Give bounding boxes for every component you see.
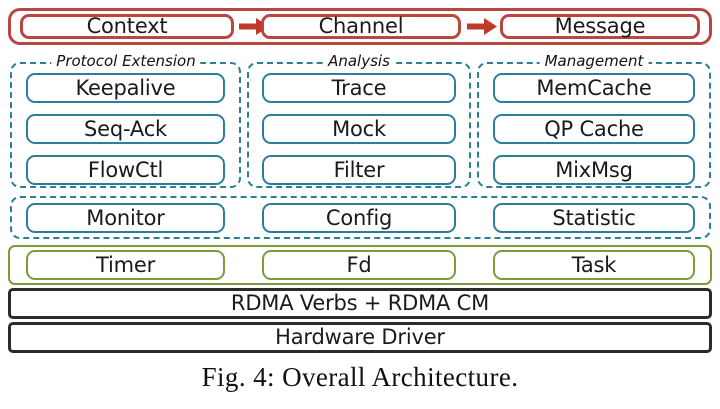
node-task-label: Task bbox=[571, 252, 617, 277]
node-config[interactable]: Config bbox=[262, 203, 456, 233]
node-statistic[interactable]: Statistic bbox=[493, 203, 695, 233]
node-channel[interactable]: Channel bbox=[261, 14, 461, 39]
layer-hardware-driver-label: Hardware Driver bbox=[275, 325, 445, 349]
layer-hardware-driver[interactable]: Hardware Driver bbox=[8, 322, 712, 353]
node-mixmsg-label: MixMsg bbox=[555, 157, 633, 182]
group-management-title: Management bbox=[539, 54, 649, 69]
node-trace[interactable]: Trace bbox=[262, 73, 456, 103]
node-task[interactable]: Task bbox=[493, 250, 695, 280]
node-flowctl-label: FlowCtl bbox=[87, 157, 164, 182]
node-memcache[interactable]: MemCache bbox=[493, 73, 695, 103]
layer-rdma-verbs-rdma-cm[interactable]: RDMA Verbs + RDMA CM bbox=[8, 288, 712, 319]
node-context-label: Context bbox=[86, 14, 168, 38]
group-protocol-extension-title: Protocol Extension bbox=[51, 54, 201, 69]
node-timer-label: Timer bbox=[95, 252, 156, 277]
node-context[interactable]: Context bbox=[20, 14, 234, 39]
node-filter-label: Filter bbox=[333, 157, 385, 182]
node-memcache-label: MemCache bbox=[536, 75, 652, 100]
node-trace-label: Trace bbox=[331, 75, 387, 100]
node-fd-label: Fd bbox=[346, 252, 372, 277]
layer-rdma-verbs-rdma-cm-label: RDMA Verbs + RDMA CM bbox=[230, 291, 490, 315]
group-analysis-title: Analysis bbox=[323, 54, 395, 69]
node-mixmsg[interactable]: MixMsg bbox=[493, 155, 695, 185]
node-channel-label: Channel bbox=[318, 14, 404, 38]
node-monitor[interactable]: Monitor bbox=[26, 203, 225, 233]
service-row-band bbox=[10, 196, 711, 239]
node-message[interactable]: Message bbox=[500, 14, 700, 39]
node-seq-ack-label: Seq-Ack bbox=[84, 116, 167, 141]
node-config-label: Config bbox=[325, 205, 393, 230]
figure-caption: Fig. 4: Overall Architecture. bbox=[201, 362, 519, 392]
node-keepalive-label: Keepalive bbox=[75, 75, 176, 100]
node-flowctl[interactable]: FlowCtl bbox=[26, 155, 225, 185]
node-qp-cache-label: QP Cache bbox=[544, 116, 644, 141]
node-keepalive[interactable]: Keepalive bbox=[26, 73, 225, 103]
node-filter[interactable]: Filter bbox=[262, 155, 456, 185]
node-seq-ack[interactable]: Seq-Ack bbox=[26, 114, 225, 144]
node-mock[interactable]: Mock bbox=[262, 114, 456, 144]
node-fd[interactable]: Fd bbox=[262, 250, 456, 280]
node-qp-cache[interactable]: QP Cache bbox=[493, 114, 695, 144]
node-message-label: Message bbox=[554, 14, 646, 38]
arrow-channel-to-message bbox=[466, 16, 498, 37]
node-monitor-label: Monitor bbox=[86, 205, 165, 230]
node-timer[interactable]: Timer bbox=[26, 250, 225, 280]
node-statistic-label: Statistic bbox=[552, 205, 636, 230]
node-mock-label: Mock bbox=[332, 116, 386, 141]
